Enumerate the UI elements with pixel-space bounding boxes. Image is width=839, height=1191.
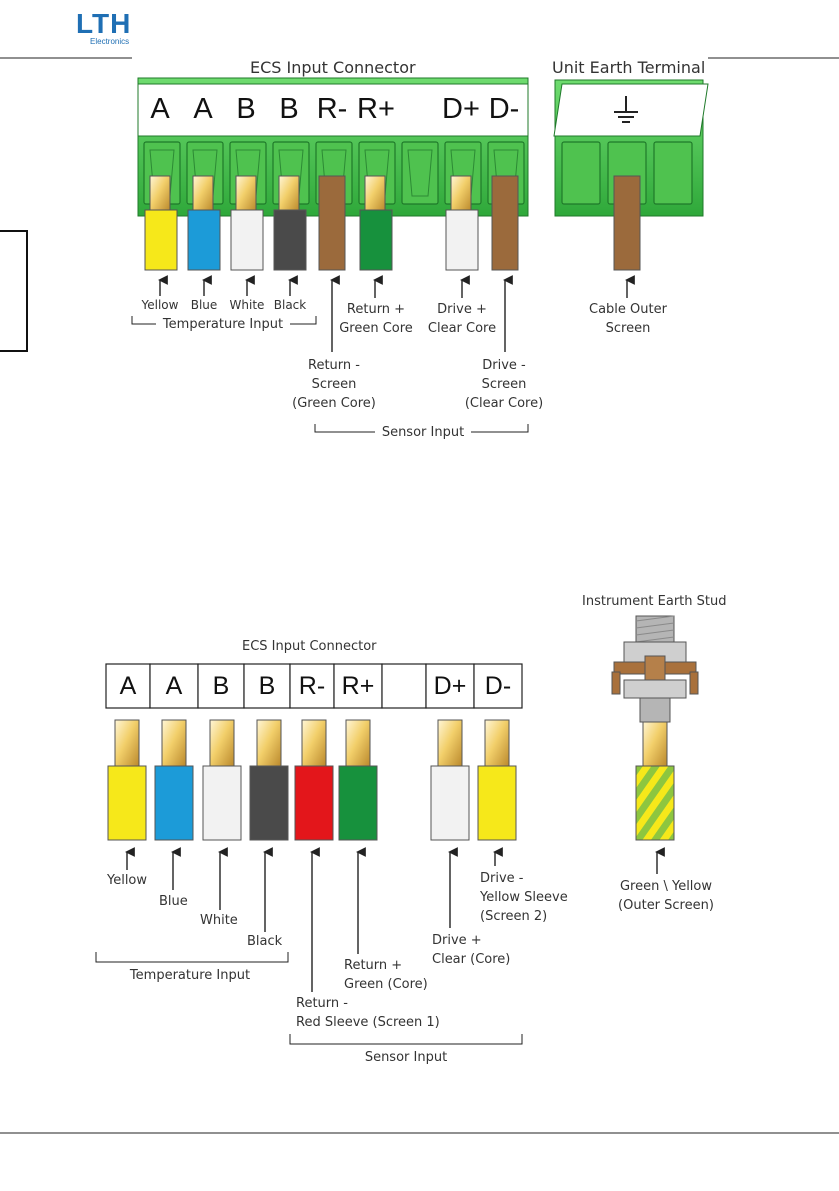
top-label-return-minus: Return - Screen (Green Core) xyxy=(292,358,376,411)
bottom-label-white: White xyxy=(200,913,238,928)
top-connector-title: ECS Input Connector xyxy=(250,58,416,77)
top-brackets xyxy=(131,316,529,433)
top-terminal-3: B xyxy=(236,93,256,125)
bottom-label-blue: Blue xyxy=(159,894,188,909)
bottom-terminal-1: A xyxy=(119,672,137,700)
brand-logo: LTH xyxy=(76,8,132,39)
bottom-terminal-4: B xyxy=(258,672,276,700)
instrument-earth-stud-icon xyxy=(611,615,699,723)
bottom-label-drive-minus: Drive - Yellow Sleeve (Screen 2) xyxy=(480,871,568,924)
top-group-sensor: Sensor Input xyxy=(375,423,471,442)
bottom-label-green-yellow: Green \ Yellow (Outer Screen) xyxy=(618,879,714,913)
top-terminal-1: A xyxy=(150,93,170,125)
bottom-label-black: Black xyxy=(247,934,283,949)
bottom-label-drive-plus: Drive + Clear (Core) xyxy=(432,933,511,967)
top-label-yellow: Yellow xyxy=(141,298,179,312)
top-label-cable-outer-screen: Cable Outer Screen xyxy=(589,302,667,336)
top-terminal-8: D- xyxy=(488,93,520,125)
brand-logo-subtitle: Electronics xyxy=(90,37,130,46)
bottom-connector xyxy=(105,663,523,709)
top-label-return-plus: Return + Green Core xyxy=(339,302,413,336)
bottom-terminal-9: D- xyxy=(484,672,512,700)
top-label-blue: Blue xyxy=(190,298,218,312)
bottom-group-temperature: Temperature Input xyxy=(129,968,251,983)
top-terminal-7: D+ xyxy=(442,93,480,125)
bottom-terminal-8: D+ xyxy=(433,672,467,700)
bottom-label-return-plus: Return + Green (Core) xyxy=(344,958,428,992)
page-side-tab xyxy=(0,230,28,352)
bottom-connector-title: ECS Input Connector xyxy=(242,639,377,654)
top-label-drive-plus: Drive + Clear Core xyxy=(427,302,497,336)
bottom-earth-title: Instrument Earth Stud xyxy=(582,594,727,609)
top-wires xyxy=(144,175,641,271)
bottom-terminal-5: R- xyxy=(298,672,326,700)
top-earth-title: Unit Earth Terminal xyxy=(552,58,706,77)
top-terminal-5: R- xyxy=(316,93,348,125)
bottom-group-sensor: Sensor Input xyxy=(364,1050,448,1065)
bottom-label-yellow: Yellow xyxy=(107,873,148,888)
top-terminal-6: R+ xyxy=(357,93,395,125)
bottom-terminal-3: B xyxy=(212,672,230,700)
bottom-arrows xyxy=(125,847,665,992)
top-terminal-2: A xyxy=(193,93,213,125)
top-label-white: White xyxy=(229,298,265,312)
top-group-temperature: Temperature Input xyxy=(156,315,290,334)
top-label-black: Black xyxy=(273,298,307,312)
top-arrows xyxy=(158,275,635,352)
bottom-terminal-2: A xyxy=(165,672,183,700)
earth-symbol-icon xyxy=(614,96,638,123)
bottom-wires xyxy=(107,719,675,841)
top-terminal-4: B xyxy=(279,93,299,125)
bottom-brackets xyxy=(95,952,523,1045)
top-label-drive-minus: Drive - Screen (Clear Core) xyxy=(464,358,544,411)
bottom-label-return-minus: Return - Red Sleeve (Screen 1) xyxy=(296,996,440,1030)
bottom-terminal-6: R+ xyxy=(341,672,375,700)
